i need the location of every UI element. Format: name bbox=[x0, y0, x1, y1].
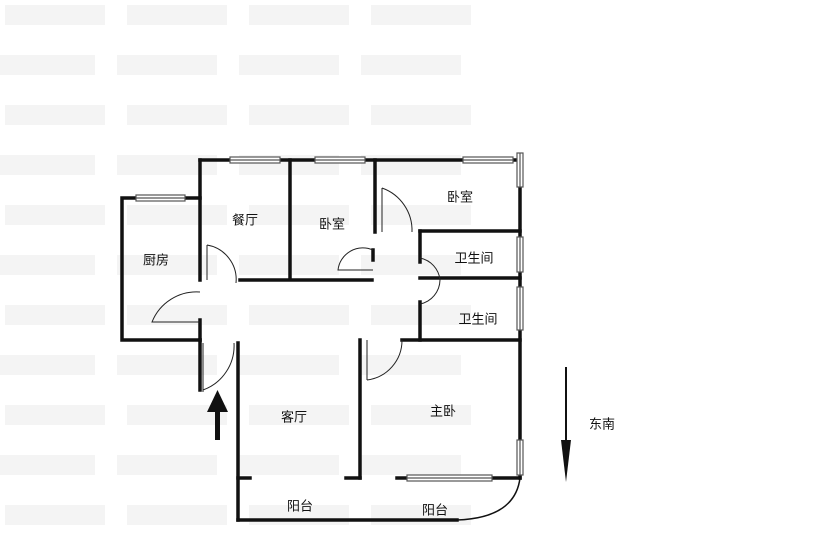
watermark-mark bbox=[239, 455, 339, 475]
watermark-mark bbox=[249, 5, 349, 25]
watermark-mark bbox=[0, 155, 95, 175]
watermark-mark bbox=[249, 105, 349, 125]
watermark-mark bbox=[117, 255, 217, 275]
watermark-mark bbox=[5, 305, 105, 325]
watermark-mark bbox=[127, 305, 227, 325]
room-label-bedroom: 卧室 bbox=[319, 217, 345, 233]
watermark-mark bbox=[127, 405, 227, 425]
watermark-mark bbox=[127, 205, 227, 225]
watermark-mark bbox=[239, 55, 339, 75]
watermark bbox=[0, 5, 471, 525]
watermark-mark bbox=[127, 5, 227, 25]
watermark-mark bbox=[371, 105, 471, 125]
room-label-bathroom: 卫生间 bbox=[458, 313, 497, 328]
watermark-mark bbox=[361, 455, 461, 475]
watermark-mark bbox=[371, 405, 471, 425]
room-label-living: 客厅 bbox=[281, 410, 307, 426]
entrance-arrow-icon bbox=[207, 390, 228, 440]
watermark-mark bbox=[239, 355, 339, 375]
watermark-mark bbox=[0, 355, 95, 375]
watermark-mark bbox=[361, 255, 461, 275]
doors bbox=[151, 187, 441, 392]
watermark-mark bbox=[249, 205, 349, 225]
room-label-dining: 餐厅 bbox=[232, 213, 258, 229]
room-label-balcony: 阳台 bbox=[287, 500, 313, 515]
watermark-mark bbox=[117, 355, 217, 375]
watermark-mark bbox=[249, 405, 349, 425]
orientation-label: 东南 bbox=[589, 417, 615, 433]
watermark-mark bbox=[117, 155, 217, 175]
watermark-mark bbox=[5, 505, 105, 525]
watermark-mark bbox=[5, 205, 105, 225]
watermark-mark bbox=[0, 255, 95, 275]
watermark-mark bbox=[361, 55, 461, 75]
watermark-mark bbox=[127, 105, 227, 125]
watermark-mark bbox=[371, 5, 471, 25]
compass-arrow-icon bbox=[561, 367, 571, 482]
room-label-bathroom: 卫生间 bbox=[454, 252, 493, 267]
room-label-balcony: 阳台 bbox=[422, 504, 448, 519]
watermark-mark bbox=[0, 455, 95, 475]
watermark-mark bbox=[371, 205, 471, 225]
watermark-mark bbox=[0, 55, 95, 75]
watermark-mark bbox=[5, 5, 105, 25]
watermark-mark bbox=[361, 355, 461, 375]
room-label-bedroom: 卧室 bbox=[447, 190, 473, 206]
room-label-kitchen: 厨房 bbox=[143, 253, 169, 269]
windows bbox=[135, 152, 524, 482]
watermark-mark bbox=[5, 105, 105, 125]
watermark-mark bbox=[117, 455, 217, 475]
watermark-mark bbox=[5, 405, 105, 425]
watermark-mark bbox=[117, 55, 217, 75]
room-label-master-bedroom: 主卧 bbox=[430, 405, 456, 420]
watermark-mark bbox=[127, 505, 227, 525]
watermark-mark bbox=[249, 305, 349, 325]
